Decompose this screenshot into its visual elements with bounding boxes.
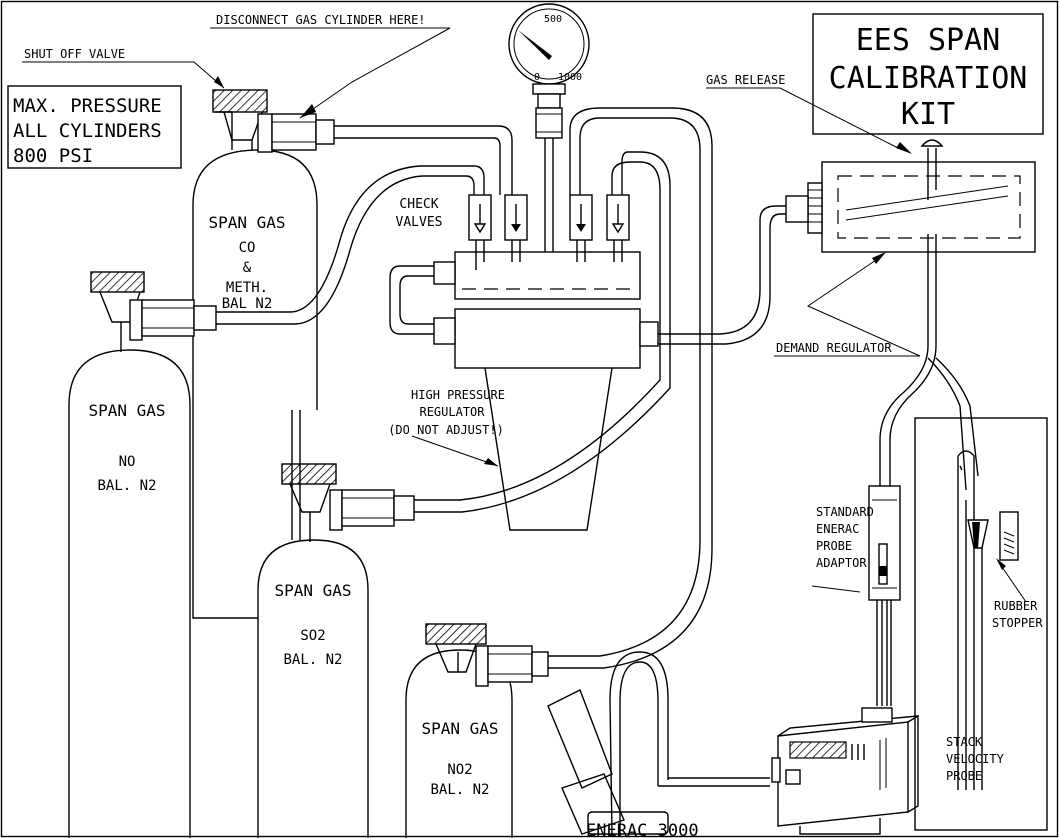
co-cylinder-gas: CO: [239, 240, 256, 256]
so2-cylinder-label: SPAN GAS: [274, 581, 351, 600]
hp-regulator-label-2: REGULATOR: [419, 405, 485, 419]
title-line-1: EES SPAN: [856, 23, 1001, 58]
no-cylinder-gas: NO: [119, 454, 136, 470]
check-valves-label-2: VALVES: [396, 215, 443, 230]
gauge-tick-1000: 1000: [558, 72, 582, 83]
gauge-tick-500: 500: [544, 14, 562, 25]
demand-regulator-label: DEMAND REGULATOR: [776, 341, 892, 355]
check-valve-manifold: CHECK VALVES: [396, 194, 641, 300]
cylinder-so2: SPAN GAS SO2 BAL. N2: [257, 463, 415, 838]
adaptor-label-4: ADAPTOR: [816, 556, 867, 570]
stack-velocity-probe: [914, 417, 1048, 831]
so2-back-line: [291, 410, 301, 540]
manifold-loop-tube: [389, 265, 434, 335]
enerac-label: ENERAC 3000: [586, 821, 699, 838]
no2-cylinder-label: SPAN GAS: [421, 719, 498, 738]
pressure-line-2: ALL CYLINDERS: [13, 120, 162, 142]
check-valves-label-1: CHECK: [399, 197, 438, 212]
gas-tubing: [216, 107, 979, 837]
co-cylinder-amp: &: [243, 260, 252, 276]
gas-release-label: GAS RELEASE: [706, 73, 785, 87]
check-valve-icon: [569, 194, 593, 262]
check-valve-icon: [468, 194, 492, 270]
co-cylinder-gas2: METH.: [226, 280, 268, 296]
co-cylinder-fitting: [257, 113, 335, 153]
demand-regulator: [785, 139, 1036, 253]
shutoff-valve-label: SHUT OFF VALVE: [24, 47, 125, 61]
no-cylinder-label: SPAN GAS: [88, 401, 165, 420]
stack-label-3: PROBE: [946, 769, 982, 783]
cylinder-no: SPAN GAS NO BAL. N2: [68, 271, 217, 838]
title-line-2: CALIBRATION: [829, 61, 1028, 96]
adaptor-label-2: ENERAC: [816, 522, 859, 536]
no-valve-handle-icon: [90, 271, 145, 293]
adaptor-label-1: STANDARD: [816, 505, 874, 519]
no2-valve-handle-icon: [425, 623, 487, 645]
pressure-box: MAX. PRESSURE ALL CYLINDERS 800 PSI: [7, 85, 182, 169]
title-box: EES SPAN CALIBRATION KIT: [812, 13, 1044, 135]
adaptor-label-3: PROBE: [816, 539, 852, 553]
so2-cylinder-gas: SO2: [300, 628, 325, 644]
pressure-gauge: 0 500 1000: [508, 3, 590, 252]
hp-regulator-label-3: (DO NOT ADJUST!): [388, 423, 504, 437]
manifold-loop-tube-inner: [399, 275, 434, 325]
stopper-label-2: STOPPER: [992, 616, 1043, 630]
pressure-line-1: MAX. PRESSURE: [13, 95, 162, 117]
co-cylinder-balance: BAL N2: [222, 296, 273, 312]
enerac-analyzer: [771, 707, 919, 835]
stack-label-2: VELOCITY: [946, 752, 1005, 766]
gas-release-button-icon: [920, 139, 944, 147]
co-back-line: [192, 410, 258, 619]
no2-cylinder-gas: NO2: [447, 762, 472, 778]
enerac-handheld: [547, 689, 613, 789]
gauge-tick-0: 0: [534, 72, 540, 83]
so2-valve-handle-icon: [281, 463, 337, 485]
stopper-label-1: RUBBER: [994, 599, 1038, 613]
cylinder-no2: SPAN GAS NO2 BAL. N2: [405, 623, 549, 838]
high-pressure-regulator: [433, 308, 659, 531]
shutoff-valve-handle-icon: [212, 89, 268, 113]
stack-label-1: STACK: [946, 735, 983, 749]
so2-cylinder-balance: BAL. N2: [283, 652, 342, 668]
enerac-base: ENERAC 3000: [547, 689, 699, 838]
probe-adaptor: [868, 485, 901, 706]
gauge-needle-icon: [518, 30, 552, 60]
co-cylinder-label: SPAN GAS: [208, 213, 285, 232]
analyzer-display-icon: [789, 741, 847, 759]
hp-regulator-label-1: HIGH PRESSURE: [411, 388, 505, 402]
no-cylinder-balance: BAL. N2: [97, 478, 156, 494]
title-line-3: KIT: [901, 97, 955, 132]
no2-cylinder-balance: BAL. N2: [430, 782, 489, 798]
pressure-line-3: 800 PSI: [13, 145, 93, 167]
check-valve-icon: [606, 194, 630, 262]
callout-leaders: [22, 27, 1027, 603]
disconnect-label: DISCONNECT GAS CYLINDER HERE!: [216, 13, 426, 27]
check-valve-icon: [504, 194, 528, 262]
